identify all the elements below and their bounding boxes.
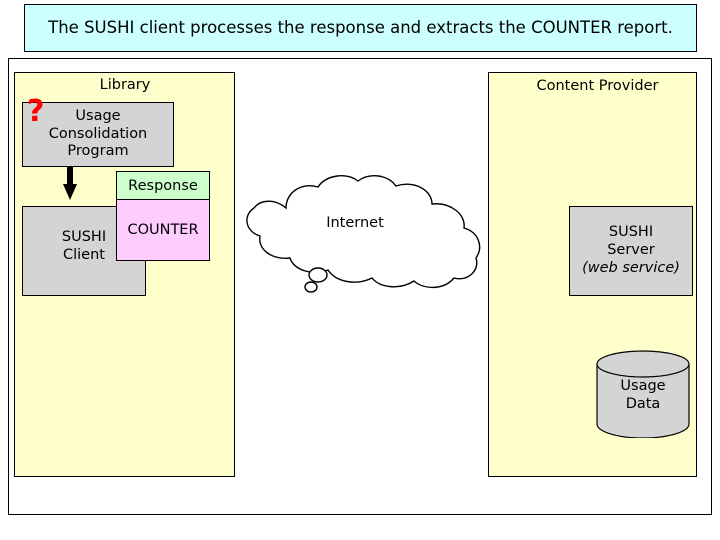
sushi-server-node: SUSHI Server (web service) [569, 206, 693, 296]
sushi-client-line-2: Client [63, 246, 105, 263]
response-header: Response [117, 172, 209, 200]
response-document: Response COUNTER [116, 171, 210, 261]
down-arrow-icon [63, 166, 77, 200]
usage-data-line-1: Usage [620, 378, 666, 394]
content-provider-panel-label: Content Provider [536, 78, 659, 94]
internet-cloud-shape [246, 175, 481, 293]
slide-title-line-1: The SUSHI client processes the response … [48, 18, 526, 38]
usage-data-label: Usage Data [595, 378, 691, 413]
usage-data-line-2: Data [625, 395, 661, 412]
sushi-server-line-2: Server [607, 242, 655, 259]
response-counter-body: COUNTER [117, 200, 209, 260]
ucp-line-2: Consolidation [48, 125, 148, 142]
usage-data-cylinder-shape [596, 350, 690, 438]
library-panel-label: Library [99, 77, 151, 93]
ucp-line-1: Usage [75, 107, 121, 124]
ucp-line-3: Program [67, 143, 129, 160]
slide-title: The SUSHI client processes the response … [33, 18, 688, 37]
sushi-server-line-1: SUSHI [608, 224, 654, 241]
question-mark-icon: ? [27, 94, 45, 129]
slide-title-line-2: COUNTER report. [531, 18, 673, 38]
slide-title-banner: The SUSHI client processes the response … [24, 4, 697, 52]
sushi-client-line-1: SUSHI [61, 229, 107, 245]
internet-cloud-label: Internet [326, 215, 384, 231]
usage-consolidation-program-node: Usage Consolidation Program [22, 102, 174, 167]
sushi-server-line-3: (web service) [582, 259, 680, 276]
